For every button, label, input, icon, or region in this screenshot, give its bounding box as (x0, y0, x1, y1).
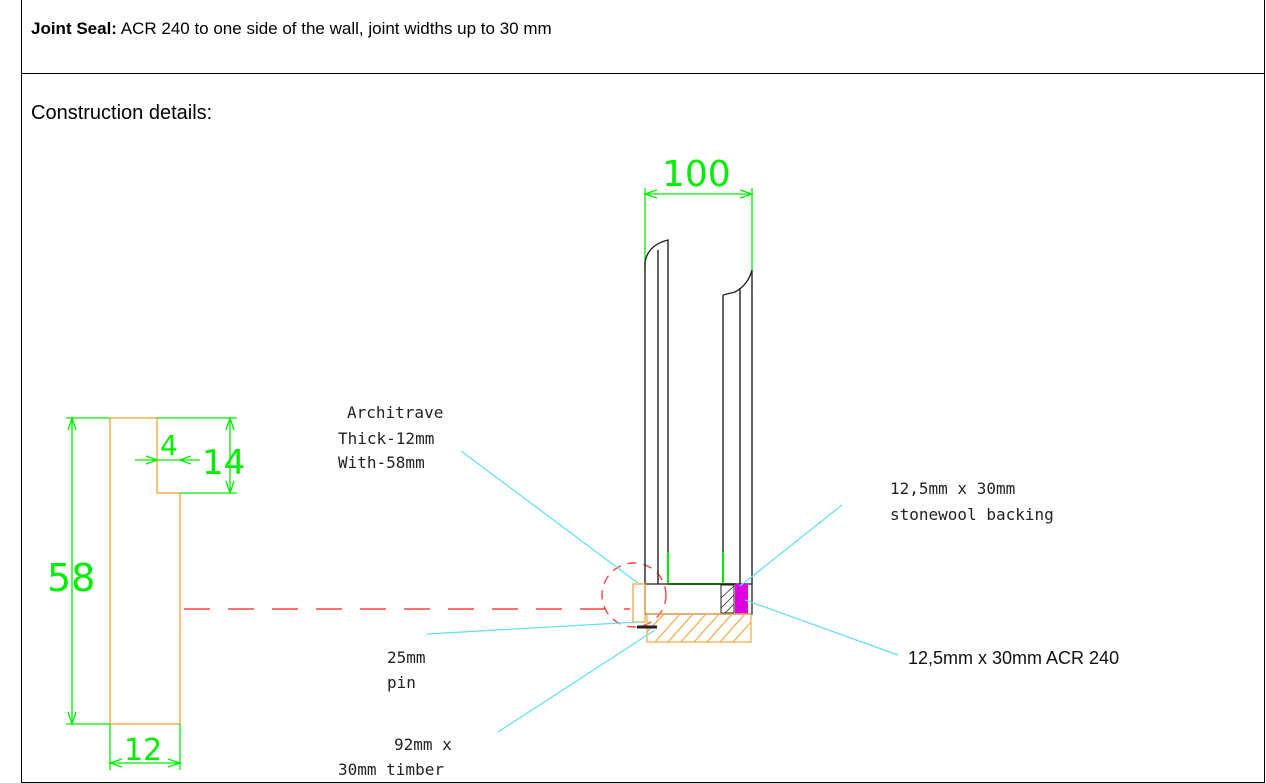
svg-text:30mm timber: 30mm timber (338, 760, 444, 779)
architrave-label: Architrave Thick-12mm With-58mm (338, 403, 443, 472)
backing-leader (739, 504, 843, 587)
joint-seal-line: Joint Seal: ACR 240 to one side of the w… (31, 19, 552, 39)
backing-label: 12,5mm x 30mm stonewool backing (890, 479, 1054, 524)
notch-depth-label: 14 (202, 443, 245, 483)
joint-seal-label: Joint Seal: (31, 19, 117, 38)
architrave-leader (460, 450, 639, 584)
left-board-top (644, 239, 669, 584)
architrave-profile (109, 417, 181, 725)
acr-label: 12,5mm x 30mm ACR 240 (908, 648, 1119, 668)
pin-label: 25mm pin (387, 648, 426, 692)
notch-width-label: 4 (160, 429, 178, 462)
leader-lines (426, 450, 899, 733)
header-cell (21, 0, 1265, 74)
svg-text:With-58mm: With-58mm (338, 453, 425, 472)
wall-dimension (642, 188, 755, 270)
svg-text:12,5mm x 30mm: 12,5mm x 30mm (890, 479, 1015, 498)
svg-text:Thick-12mm: Thick-12mm (338, 429, 434, 448)
timber-section (646, 613, 752, 643)
joint-seal-text: ACR 240 to one side of the wall, joint w… (116, 19, 552, 38)
width-dimension (107, 724, 183, 770)
architrave-section (632, 583, 646, 623)
acr-leader (744, 599, 899, 656)
section-circle (601, 562, 667, 628)
architrave-outline (109, 417, 181, 725)
timber-leader (497, 629, 656, 733)
timber-label: 92mm x 30mm timber (338, 735, 452, 779)
construction-details-title: Construction details: (31, 102, 213, 124)
notch-dimensions (135, 415, 237, 496)
acr-240-seal (735, 584, 748, 614)
svg-text:Architrave: Architrave (347, 403, 443, 422)
svg-text:25mm: 25mm (387, 648, 426, 667)
svg-text:pin: pin (387, 673, 416, 692)
stonewool-backing (720, 584, 735, 614)
height-dimension-label: 58 (47, 556, 95, 600)
height-dimension (66, 415, 110, 727)
wall-boards (644, 239, 753, 584)
right-board-top (722, 269, 753, 584)
wall-width-label: 100 (662, 154, 731, 195)
svg-text:92mm x: 92mm x (394, 735, 452, 754)
pin-leader (426, 621, 639, 635)
stud-top (667, 552, 736, 585)
width-dimension-label: 12 (124, 733, 162, 768)
svg-text:stonewool backing: stonewool backing (890, 505, 1054, 524)
